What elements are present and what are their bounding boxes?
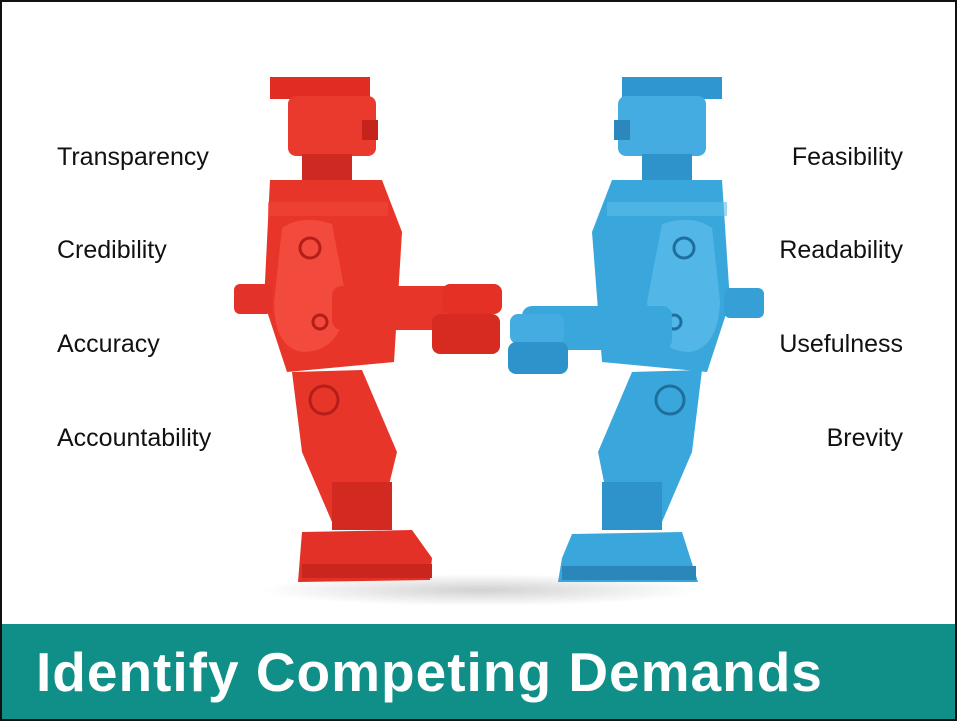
red-robot-icon — [234, 77, 502, 582]
title-banner: Identify Competing Demands — [2, 624, 955, 719]
blue-robot-icon — [508, 77, 764, 582]
left-word-transparency: Transparency — [57, 143, 209, 171]
right-word-readability: Readability — [779, 236, 903, 264]
right-word-usefulness: Usefulness — [779, 330, 903, 358]
left-word-accuracy: Accuracy — [57, 330, 160, 358]
boxing-robots-illustration — [234, 77, 764, 606]
left-word-credibility: Credibility — [57, 236, 167, 264]
left-word-accountability: Accountability — [57, 424, 212, 452]
right-word-brevity: Brevity — [826, 424, 903, 452]
slide-title: Identify Competing Demands — [36, 641, 823, 703]
right-word-feasibility: Feasibility — [791, 143, 903, 171]
